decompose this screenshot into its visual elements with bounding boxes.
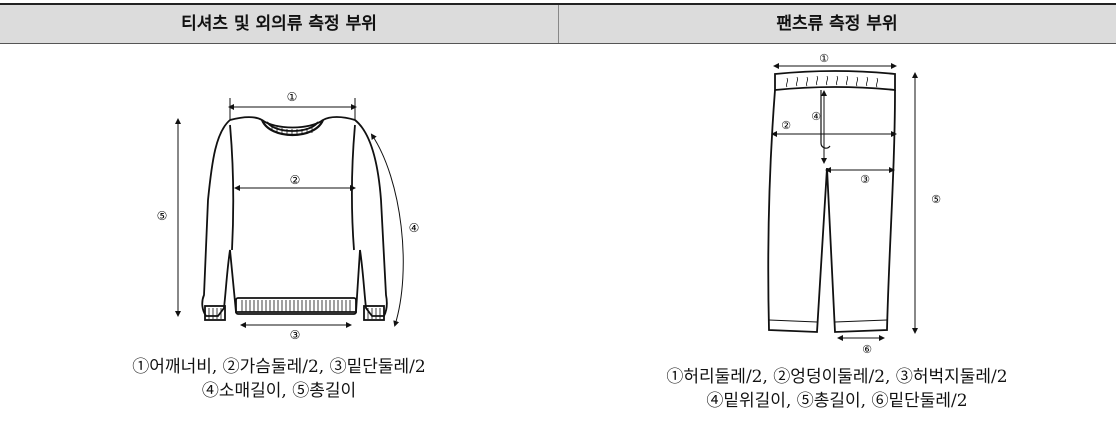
pants-caption-line1: ①허리둘레/2, ②엉덩이둘레/2, ③허벅지둘레/2 xyxy=(666,367,1008,387)
sweatshirt-diagram: ① ② ③ ④ ⑤ xyxy=(157,90,420,342)
shirt-caption-line2: ④소매길이, ⑤총길이 xyxy=(201,381,357,401)
pants-caption-line2: ④밑위길이, ⑤총길이, ⑥밑단둘레/2 xyxy=(706,391,968,411)
shirt-marker-3: ③ xyxy=(290,328,301,342)
shirt-marker-5: ⑤ xyxy=(157,209,168,223)
sweatshirt-drawing xyxy=(201,116,388,321)
pants-caption: ①허리둘레/2, ②엉덩이둘레/2, ③허벅지둘레/2 ④밑위길이, ⑤총길이,… xyxy=(558,365,1116,413)
pants-marker-2: ② xyxy=(781,119,791,132)
shirt-marker-2: ② xyxy=(290,173,301,187)
pants-marker-3: ③ xyxy=(860,173,870,186)
header-shirt: 티셔츠 및 외의류 측정 부위 xyxy=(181,14,377,34)
pants-diagram: ① ② ③ ④ ⑤ ⑥ xyxy=(767,52,941,356)
shirt-marker-1: ① xyxy=(287,90,298,104)
waist-shirring xyxy=(786,75,878,88)
pants-marker-4: ④ xyxy=(811,110,821,123)
header-divider xyxy=(558,5,559,43)
shirt-caption: ①어깨너비, ②가슴둘레/2, ③밑단둘레/2 ④소매길이, ⑤총길이 xyxy=(0,355,558,403)
header-pants: 팬츠류 측정 부위 xyxy=(776,14,898,34)
pants-marker-5: ⑤ xyxy=(931,193,941,206)
pants-marker-6: ⑥ xyxy=(862,343,872,356)
pants-marker-1: ① xyxy=(819,52,829,65)
shirt-caption-line1: ①어깨너비, ②가슴둘레/2, ③밑단둘레/2 xyxy=(132,357,426,377)
sweatshirt-measure-lines xyxy=(175,98,404,328)
pants-drawing xyxy=(767,70,896,333)
top-rule xyxy=(0,3,1116,5)
pants-measure-lines xyxy=(771,63,918,341)
shirt-marker-4: ④ xyxy=(409,221,420,235)
